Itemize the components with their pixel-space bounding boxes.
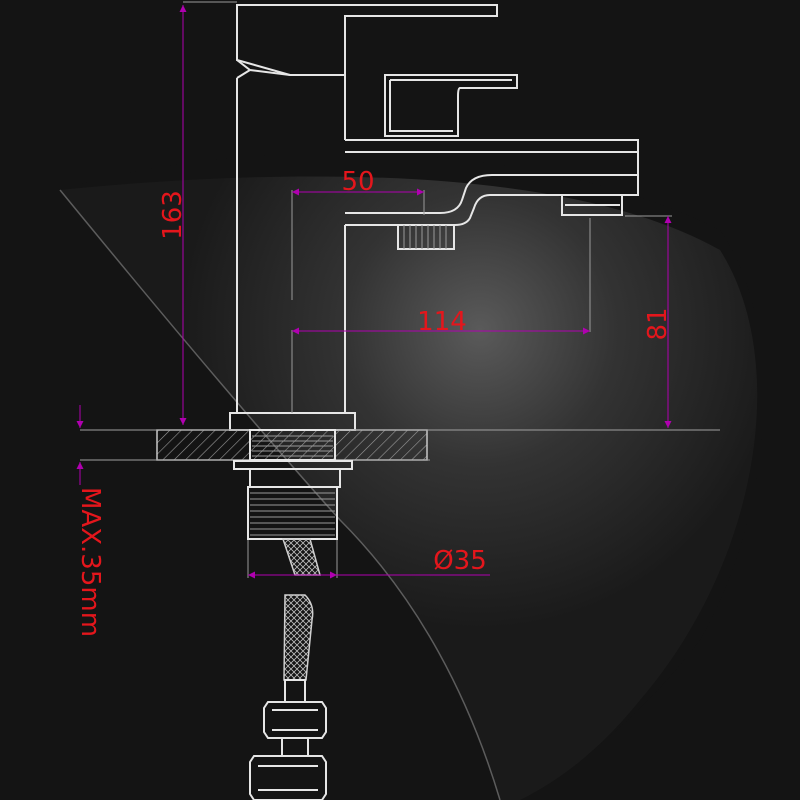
- faucet-cap-bevel: [236, 59, 291, 79]
- faucet-column: [236, 75, 346, 413]
- basin-surface-glow: [60, 0, 800, 800]
- faucet-top-cap: [236, 4, 498, 76]
- aerator: [561, 195, 623, 216]
- lever-handle: [384, 74, 518, 137]
- supply-hose: [249, 538, 327, 800]
- hose-fitting-nut-upper: [263, 701, 327, 739]
- dimension-lines: [76, 1, 672, 579]
- label-thread-diameter: Ø35: [433, 546, 487, 576]
- label-spout-height: 81: [643, 307, 673, 340]
- spout-thread-insert: [397, 224, 455, 250]
- spout: [345, 139, 639, 226]
- label-max-counter-thickness: MAX.35mm: [75, 487, 105, 637]
- label-reach-short: 50: [341, 167, 374, 197]
- lever-handle-inner: [389, 79, 512, 132]
- faucet-body: [229, 4, 639, 431]
- hose-fitting-nut-lower: [249, 755, 327, 800]
- spout-inner-line: [345, 151, 638, 214]
- basin-rim-highlight: [59, 189, 501, 800]
- countertop-section: [80, 429, 720, 461]
- label-reach-long: 114: [417, 307, 467, 337]
- label-total-height: 163: [158, 190, 188, 240]
- dimension-labels: 163 50 114 81 Ø35 MAX.35mm: [75, 167, 673, 637]
